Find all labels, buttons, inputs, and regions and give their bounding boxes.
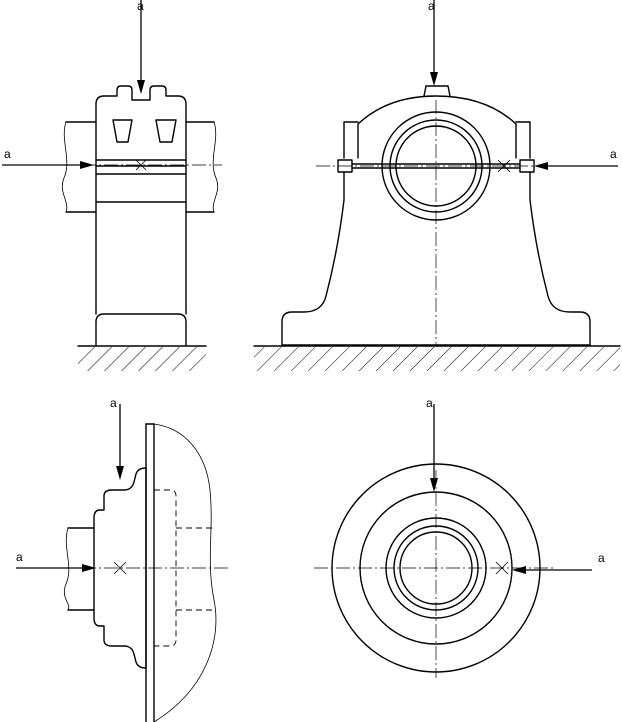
load-point-mark	[497, 159, 511, 173]
label-a-tr-top: a	[428, 0, 435, 13]
cap-slot-right	[155, 119, 177, 143]
arrow-head-down	[137, 80, 145, 94]
arrow-head-right	[80, 161, 94, 169]
split-band	[95, 159, 187, 175]
label-a-tr-right: a	[610, 147, 617, 161]
arrow-head-down	[430, 478, 438, 492]
housing-cap	[95, 85, 187, 161]
wall-break	[153, 423, 217, 722]
shaft-right	[185, 121, 215, 213]
housing-cap-arch	[357, 95, 517, 159]
view-side-housing	[2, 0, 222, 371]
load-point-mark	[135, 159, 147, 171]
view-side-flange	[16, 404, 228, 722]
label-a-br-top: a	[426, 396, 433, 410]
view-front-housing	[253, 0, 621, 371]
shaft-left-break	[61, 121, 68, 213]
arrow-head-left	[534, 162, 548, 170]
shaft-stub-break	[63, 527, 70, 611]
arrow-head-down	[430, 72, 438, 86]
cap-slot-left	[112, 119, 133, 143]
housing-foot	[95, 313, 187, 346]
label-a-bl-left: a	[16, 550, 23, 564]
label-a-tl-left: a	[4, 147, 11, 161]
housing-body	[281, 171, 345, 346]
view-front-flange	[314, 404, 592, 678]
ground-hatch	[254, 347, 620, 371]
housing-body	[95, 173, 187, 203]
shaft-right-break	[212, 121, 219, 213]
load-point-mark	[495, 561, 509, 575]
label-a-bl-top: a	[110, 396, 117, 410]
arrow-head-left	[512, 566, 526, 574]
grease-nipple	[423, 85, 451, 97]
load-point-mark	[113, 561, 127, 575]
arrow-head-down	[116, 466, 124, 480]
label-a-tl-top: a	[137, 0, 144, 13]
label-a-br-right: a	[598, 551, 605, 565]
shaft-stub	[67, 527, 95, 611]
shaft-left	[65, 121, 97, 213]
arrow-head-right	[82, 564, 96, 572]
ground-hatch	[78, 347, 206, 371]
